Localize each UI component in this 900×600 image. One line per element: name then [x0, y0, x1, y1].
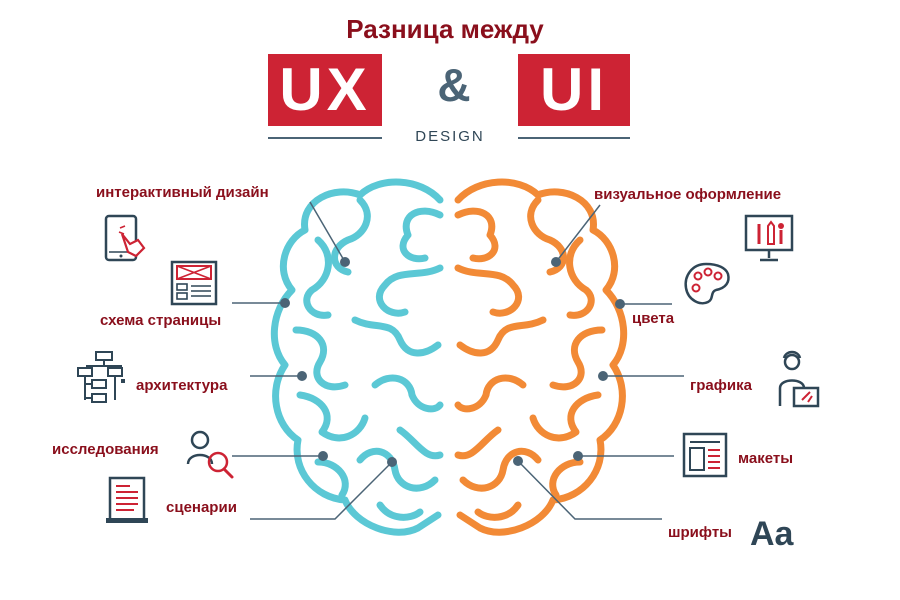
label-interactive-design: интерактивный дизайн: [96, 184, 269, 201]
label-colors: цвета: [632, 310, 675, 327]
layout-icon: [682, 432, 728, 478]
right-connector-dots: [513, 257, 625, 466]
label-visual-design: визуальное оформление: [594, 186, 782, 203]
design-caption: DESIGN: [415, 128, 485, 145]
label-architecture: архитектура: [136, 377, 228, 394]
label-layouts: макеты: [738, 450, 794, 467]
palette-icon: [684, 262, 730, 305]
designer-icon: [778, 350, 820, 408]
label-scenarios: сценарии: [166, 499, 237, 516]
typography-icon: Aa: [750, 515, 795, 553]
script-scroll-icon: [106, 476, 148, 523]
left-connectors: [232, 201, 393, 520]
label-wireframe: схема страницы: [100, 312, 222, 329]
ui-badge: UI: [518, 54, 630, 126]
page-title: Разница между: [346, 14, 544, 44]
sitemap-icon: [77, 351, 125, 403]
wireframe-icon: [170, 260, 218, 306]
left-connector-dots: [280, 257, 397, 467]
monitor-tools-icon: [744, 214, 794, 262]
underline-right: [518, 137, 630, 139]
label-research: исследования: [52, 441, 159, 458]
tablet-touch-icon: [104, 214, 146, 262]
ampersand: &: [437, 59, 471, 111]
label-fonts: шрифты: [668, 524, 732, 541]
right-hemisphere: [454, 178, 628, 536]
ux-badge: UX: [268, 54, 382, 126]
right-connectors: [517, 204, 684, 520]
user-research-icon: [186, 430, 234, 479]
left-hemisphere: [270, 178, 444, 536]
label-graphics: графика: [690, 377, 752, 394]
underline-left: [268, 137, 382, 139]
